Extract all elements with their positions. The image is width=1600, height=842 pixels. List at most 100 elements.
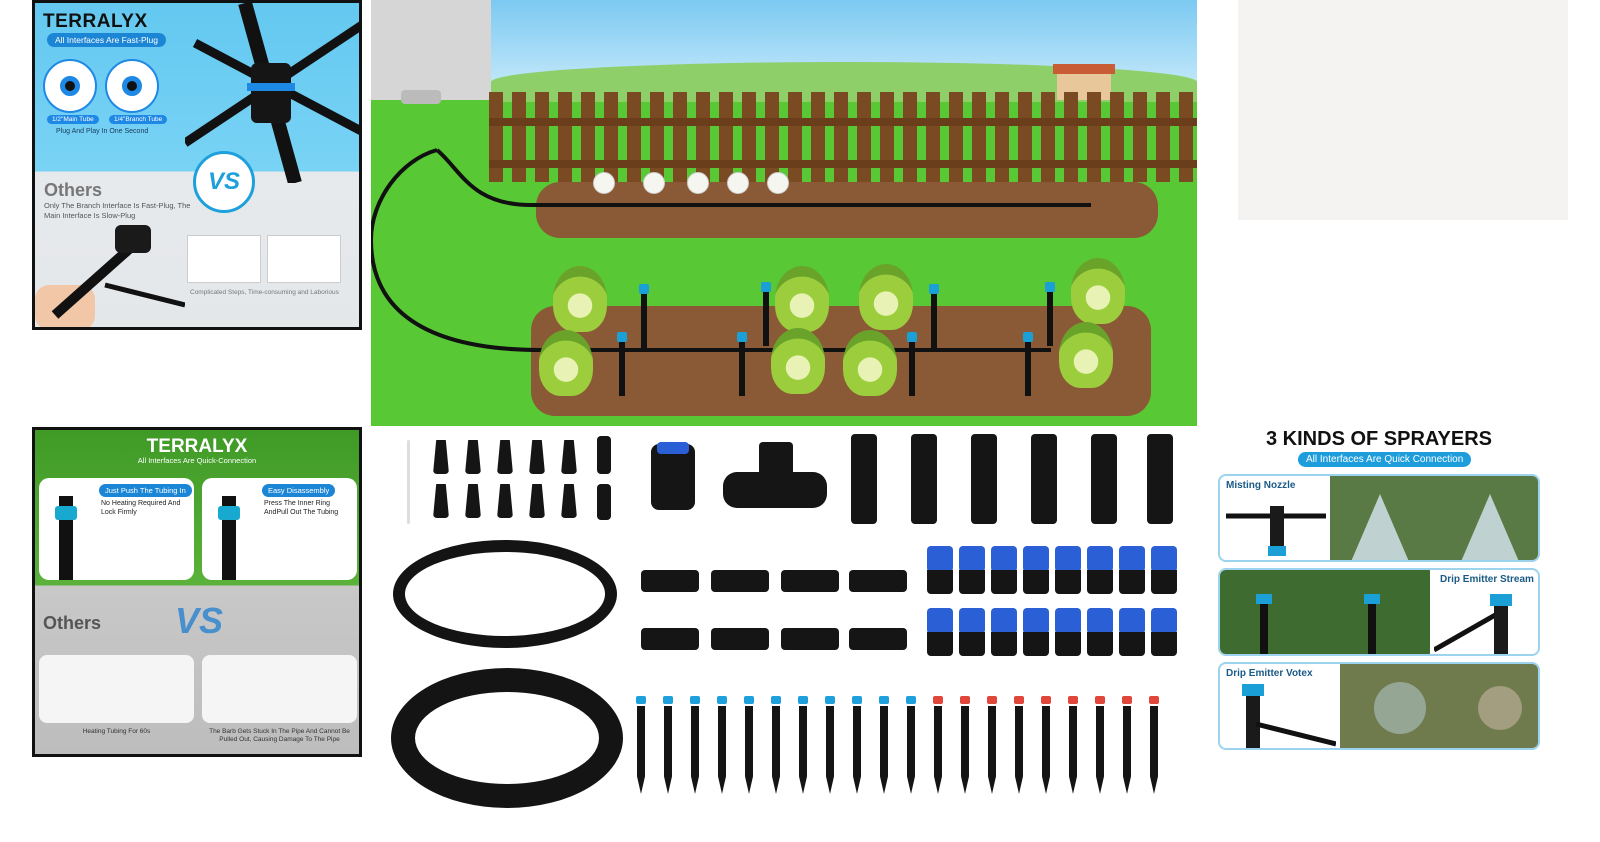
blue-end-cap (1023, 608, 1049, 656)
end-plug (561, 484, 577, 518)
end-plug (597, 436, 611, 474)
drip-stake (772, 706, 780, 794)
lettuce-plant (859, 264, 913, 330)
fast-plug-pill: All Interfaces Are Fast-Plug (47, 33, 166, 47)
end-plug (529, 440, 545, 474)
sprayer-types-image[interactable]: 3 KINDS OF SPRAYERS All Interfaces Are Q… (1216, 426, 1542, 756)
drip-stake (826, 706, 834, 794)
fast-plug-comparison-image[interactable]: TERRALYX All Interfaces Are Fast-Plug 1/… (32, 0, 362, 330)
drip-stake (907, 706, 915, 794)
drip-stake (934, 706, 942, 794)
faucet-icon (401, 90, 441, 104)
cable-ties (407, 440, 410, 524)
main-tube-port-icon (43, 59, 97, 113)
misting-nozzle-panel: Misting Nozzle (1218, 474, 1540, 562)
drip-stake (929, 284, 939, 348)
barb-stuck-photo (202, 655, 357, 723)
blue-end-cap (959, 608, 985, 656)
fence-rail-top (489, 118, 1197, 126)
disassembly-card: Easy Disassembly Press The Inner Ring An… (202, 478, 357, 580)
drip-stake (1096, 706, 1104, 794)
cross-connector (1091, 434, 1117, 524)
drip-vortex-panel: Drip Emitter Votex (1218, 662, 1540, 750)
disassembly-text: Press The Inner Ring AndPull Out The Tub… (264, 500, 339, 516)
stake-cap (1149, 696, 1159, 704)
heating-caption: Heating Tubing For 60s (82, 728, 151, 735)
blank-image-placeholder[interactable] (1238, 0, 1568, 220)
drip-stake (664, 706, 672, 794)
drip-vortex-diagram (1242, 684, 1336, 748)
others-title: Others (43, 613, 102, 633)
misting-nozzle-diagram (1226, 506, 1326, 556)
drip-stake (745, 706, 753, 794)
barb-caption: The Barb Gets Stuck In The Pipe And Cann… (209, 728, 350, 743)
heating-tubing-photo (39, 655, 194, 723)
complicated-caption: Complicated Steps, Time-consuming and La… (190, 289, 339, 296)
blue-end-cap (1151, 608, 1177, 656)
drip-stake (718, 706, 726, 794)
drip-stake (988, 706, 996, 794)
push-in-text: No Heating Required And Lock Firmly (101, 500, 181, 516)
end-plug (561, 440, 577, 474)
stake-cap (771, 696, 781, 704)
radish (643, 172, 665, 194)
blue-end-cap (1087, 608, 1113, 656)
drip-vortex-photo (1340, 664, 1538, 748)
push-in-card: Just Push The Tubing In No Heating Requi… (39, 478, 194, 580)
connector-ring (55, 506, 77, 520)
drip-stake (637, 706, 645, 794)
kit-contents-image[interactable] (371, 428, 1197, 818)
blue-end-cap (927, 608, 953, 656)
small-tee (849, 570, 907, 592)
drip-stream-panel: Drip Emitter Stream (1218, 568, 1540, 656)
blue-end-cap (1055, 608, 1081, 656)
stake-cap (1014, 696, 1024, 704)
stake-cap (1068, 696, 1078, 704)
lettuce-plant (1059, 322, 1113, 388)
small-tee (781, 570, 839, 592)
misting-nozzle-label: Misting Nozzle (1226, 480, 1296, 491)
quick-connect-comparison-image[interactable]: TERRALYX All Interfaces Are Quick-Connec… (32, 427, 362, 757)
brand-logo-text: TERRALYX (43, 11, 148, 32)
push-in-header: Just Push The Tubing In (99, 484, 192, 497)
drip-stake (907, 332, 917, 396)
radish (767, 172, 789, 194)
drip-stake (1023, 332, 1033, 396)
stake-cap (1122, 696, 1132, 704)
drip-stream-photo (1220, 570, 1430, 654)
stake-cap (636, 696, 646, 704)
upper-garden-bed (536, 182, 1158, 238)
radish (727, 172, 749, 194)
lettuce-plant (843, 330, 897, 396)
blue-end-cap (991, 546, 1017, 594)
blue-end-cap (991, 608, 1017, 656)
drip-vortex-label: Drip Emitter Votex (1226, 668, 1313, 679)
cross-connector (911, 434, 937, 524)
cross-connector (971, 434, 997, 524)
end-plug (597, 484, 611, 520)
drip-stake (853, 706, 861, 794)
stake-cap (717, 696, 727, 704)
small-tee (711, 628, 769, 650)
end-plug (433, 440, 449, 474)
plug-caption: Plug And Play In One Second (56, 128, 149, 135)
house-wall (371, 0, 491, 100)
drip-stake (1015, 706, 1023, 794)
fence-rail-bottom (489, 160, 1197, 168)
stake-cap (825, 696, 835, 704)
drip-stream-diagram (1434, 594, 1512, 654)
mist-spray-photo (1330, 476, 1538, 560)
brand-logo-text: TERRALYX (146, 436, 248, 457)
connector-illustration (185, 3, 359, 183)
drip-stake (691, 706, 699, 794)
lettuce-plant (771, 328, 825, 394)
hand-connector-photo (35, 225, 185, 327)
branch-tube-port-icon (105, 59, 159, 113)
main-tee-branch (759, 442, 793, 482)
stake-cap (744, 696, 754, 704)
garden-irrigation-scene-image[interactable] (371, 0, 1197, 426)
quick-connection-pill: All Interfaces Are Quick Connection (1298, 452, 1472, 467)
cross-connector (1031, 434, 1057, 524)
drip-stake (799, 706, 807, 794)
small-tee (641, 628, 699, 650)
